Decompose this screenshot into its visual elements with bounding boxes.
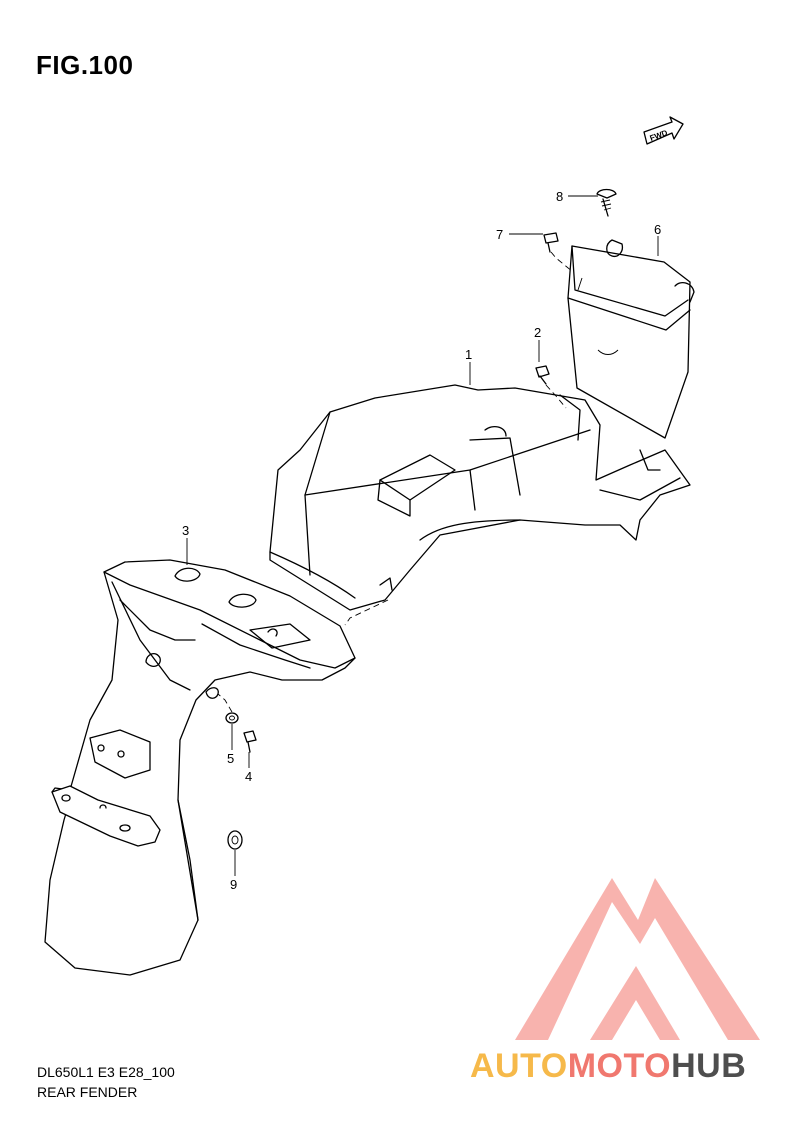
fastener-7-clip [543, 232, 559, 253]
callout-5: 5 [227, 751, 234, 766]
fastener-8-screw [596, 188, 617, 217]
fastener-2-bolt [535, 365, 550, 385]
watermark-moto: MOTO [567, 1047, 672, 1085]
callout-1: 1 [465, 347, 472, 362]
fwd-arrow: FWD [643, 116, 684, 145]
fastener-5-washer [225, 712, 239, 724]
part-3-rear-fender [44, 559, 356, 976]
callout-4: 4 [245, 769, 252, 784]
callout-9: 9 [230, 877, 237, 892]
figure-title: FIG.100 [36, 50, 134, 80]
watermark-logo [515, 878, 760, 1040]
install-line-5-4 [217, 693, 233, 713]
diagram-code: DL650L1 E3 E28_100 [37, 1064, 175, 1080]
callout-2: 2 [534, 325, 541, 340]
part-6-tray [567, 239, 695, 439]
watermark-text: AUTOMOTOHUB [470, 1047, 746, 1086]
callout-7: 7 [496, 227, 503, 242]
diagram-name: REAR FENDER [37, 1084, 138, 1100]
part-1-inner-fender [269, 384, 691, 611]
fastener-4-bolt [243, 730, 257, 753]
fastener-9-washer [227, 830, 243, 850]
callout-6: 6 [654, 222, 661, 237]
install-line-1-3 [344, 599, 389, 626]
callout-3: 3 [182, 523, 189, 538]
callout-8: 8 [556, 189, 563, 204]
install-line-2 [545, 384, 567, 409]
watermark-hub: HUB [671, 1047, 747, 1085]
install-line-7 [550, 251, 574, 273]
watermark-auto: AUTO [470, 1047, 568, 1085]
